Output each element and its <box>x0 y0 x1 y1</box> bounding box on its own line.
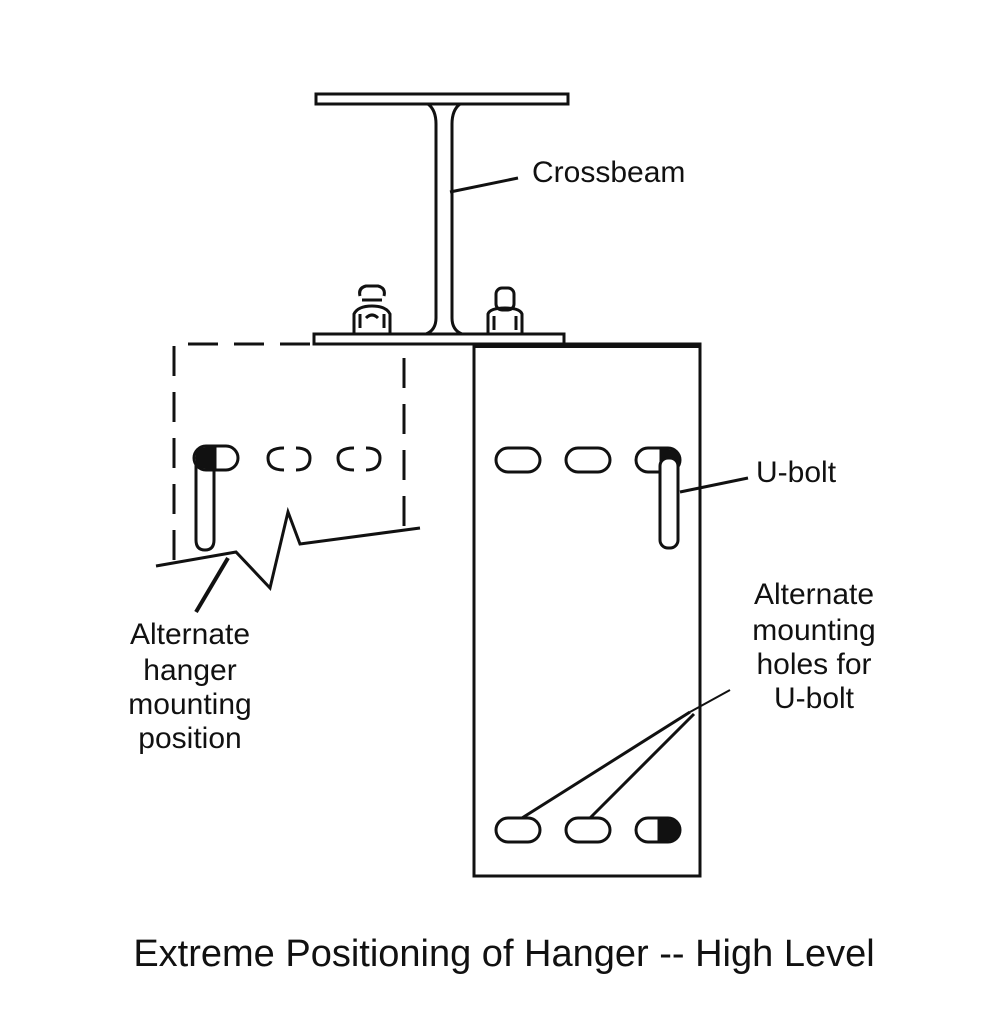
label-alternate-holes-line-4: U-bolt <box>774 682 855 715</box>
leader-crossbeam <box>449 176 519 194</box>
label-alternate-hanger-line-2: hanger <box>143 654 236 687</box>
u-bolt-leg <box>658 456 680 550</box>
label-alternate-holes-line-3: holes for <box>756 648 871 681</box>
leader-alt-holes-tail <box>689 689 731 713</box>
leader-alt-holes-1 <box>521 710 691 820</box>
crossbeam-bottom-flange <box>312 332 566 346</box>
crossbeam <box>312 92 570 346</box>
bolt-left <box>352 284 392 334</box>
break-line <box>155 506 421 592</box>
alt-slot-1 <box>192 444 240 472</box>
label-alternate-hanger-line-1: Alternate <box>130 618 250 651</box>
bolt-right <box>486 286 524 334</box>
leader-alt-hanger <box>194 556 230 614</box>
leader-ubolt <box>679 476 749 494</box>
alt-slot-3 <box>336 446 382 472</box>
slot-top-1 <box>494 446 542 474</box>
slot-top-2 <box>564 446 612 474</box>
bolt-right-shank <box>494 286 516 312</box>
diagram-caption: Extreme Positioning of Hanger -- High Le… <box>133 933 874 975</box>
slot-bottom-1 <box>494 816 542 844</box>
bolt-left-nut <box>352 304 392 334</box>
label-ubolt: U-bolt <box>756 456 837 489</box>
bolt-right-nut <box>486 306 524 334</box>
label-alternate-holes-line-1: Alternate <box>754 578 874 611</box>
slot-bottom-2 <box>564 816 612 844</box>
hanger-plate <box>472 342 702 878</box>
bolt-left-thread <box>358 284 386 302</box>
label-alternate-hanger-line-4: position <box>138 722 241 755</box>
slot-bottom-3-fill <box>657 819 681 841</box>
crossbeam-web <box>423 102 465 336</box>
label-alternate-hanger-line-3: mounting <box>128 688 251 721</box>
alt-slot-2 <box>266 446 312 472</box>
label-alternate-holes-line-2: mounting <box>752 614 875 647</box>
label-crossbeam: Crossbeam <box>532 156 685 189</box>
alt-slot-1-fill <box>195 447 217 469</box>
alt-u-bolt-leg <box>194 462 216 552</box>
label-alternate-hanger: Alternate hanger mounting position <box>128 618 251 755</box>
alternate-hanger-dashed-outline <box>172 342 406 560</box>
leader-alt-holes-2 <box>588 712 696 820</box>
hanger-plate-outline <box>472 342 702 878</box>
alternate-hanger <box>155 342 421 592</box>
label-alternate-holes: Alternate mounting holes for U-bolt <box>752 578 875 715</box>
